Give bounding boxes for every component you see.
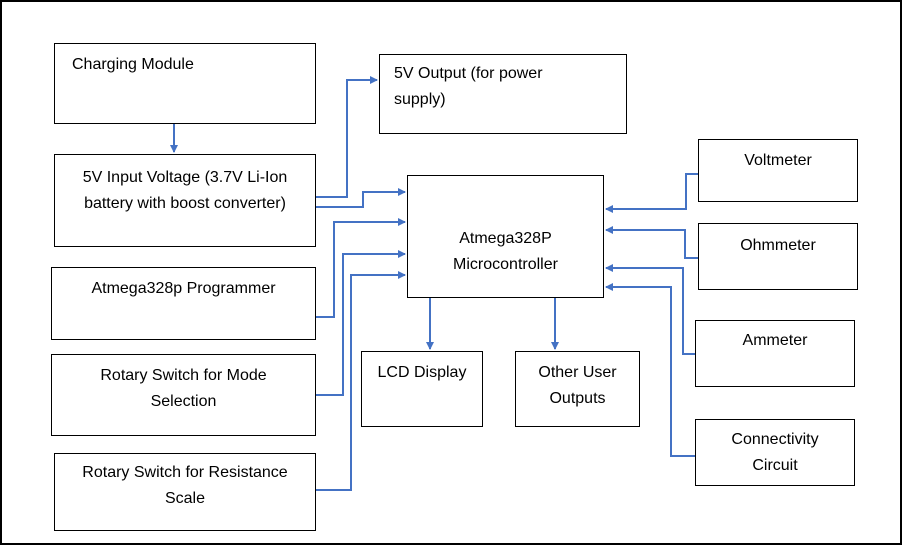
wire-input-to-5v-output <box>316 76 378 198</box>
rotary-resistance-block: Rotary Switch for Resistance Scale <box>54 453 316 531</box>
connectivity-block: Connectivity Circuit <box>695 419 855 486</box>
input-voltage-label: 5V Input Voltage (3.7V Li-Ion battery wi… <box>82 168 288 212</box>
rotary-mode-label: Rotary Switch for Mode Selection <box>100 367 267 410</box>
lcd-display-label: LCD Display <box>377 364 467 381</box>
other-outputs-label: Other User Outputs <box>538 364 617 407</box>
ohmmeter-label: Ohmmeter <box>740 237 816 254</box>
lcd-display-block: LCD Display <box>361 351 483 427</box>
ammeter-block: Ammeter <box>695 320 855 387</box>
voltmeter-block: Voltmeter <box>698 139 858 202</box>
output-5v-block: 5V Output (for power supply) <box>379 54 627 134</box>
input-voltage-block: 5V Input Voltage (3.7V Li-Ion battery wi… <box>54 154 316 247</box>
programmer-block: Atmega328p Programmer <box>51 267 316 340</box>
ammeter-label: Ammeter <box>742 332 808 349</box>
ohmmeter-block: Ohmmeter <box>698 223 858 290</box>
wire-ohmmeter-to-mcu <box>605 226 698 259</box>
voltmeter-label: Voltmeter <box>744 152 812 169</box>
wire-ammeter-to-mcu <box>605 264 695 355</box>
wire-programmer-to-mcu <box>316 218 406 318</box>
programmer-label: Atmega328p Programmer <box>91 280 276 297</box>
charging-module-label: Charging Module <box>72 56 194 73</box>
microcontroller-label: Atmega328P Microcontroller <box>453 230 558 273</box>
charging-module-block: Charging Module <box>54 43 316 124</box>
output-5v-label: 5V Output (for power supply) <box>394 65 543 108</box>
other-outputs-block: Other User Outputs <box>515 351 640 427</box>
wire-voltmeter-to-mcu <box>605 173 698 213</box>
wire-input-to-mcu-1 <box>316 188 406 208</box>
rotary-mode-block: Rotary Switch for Mode Selection <box>51 354 316 436</box>
microcontroller-block: Atmega328P Microcontroller <box>407 175 604 298</box>
rotary-resistance-label: Rotary Switch for Resistance Scale <box>82 464 288 507</box>
connectivity-label: Connectivity Circuit <box>731 431 819 474</box>
